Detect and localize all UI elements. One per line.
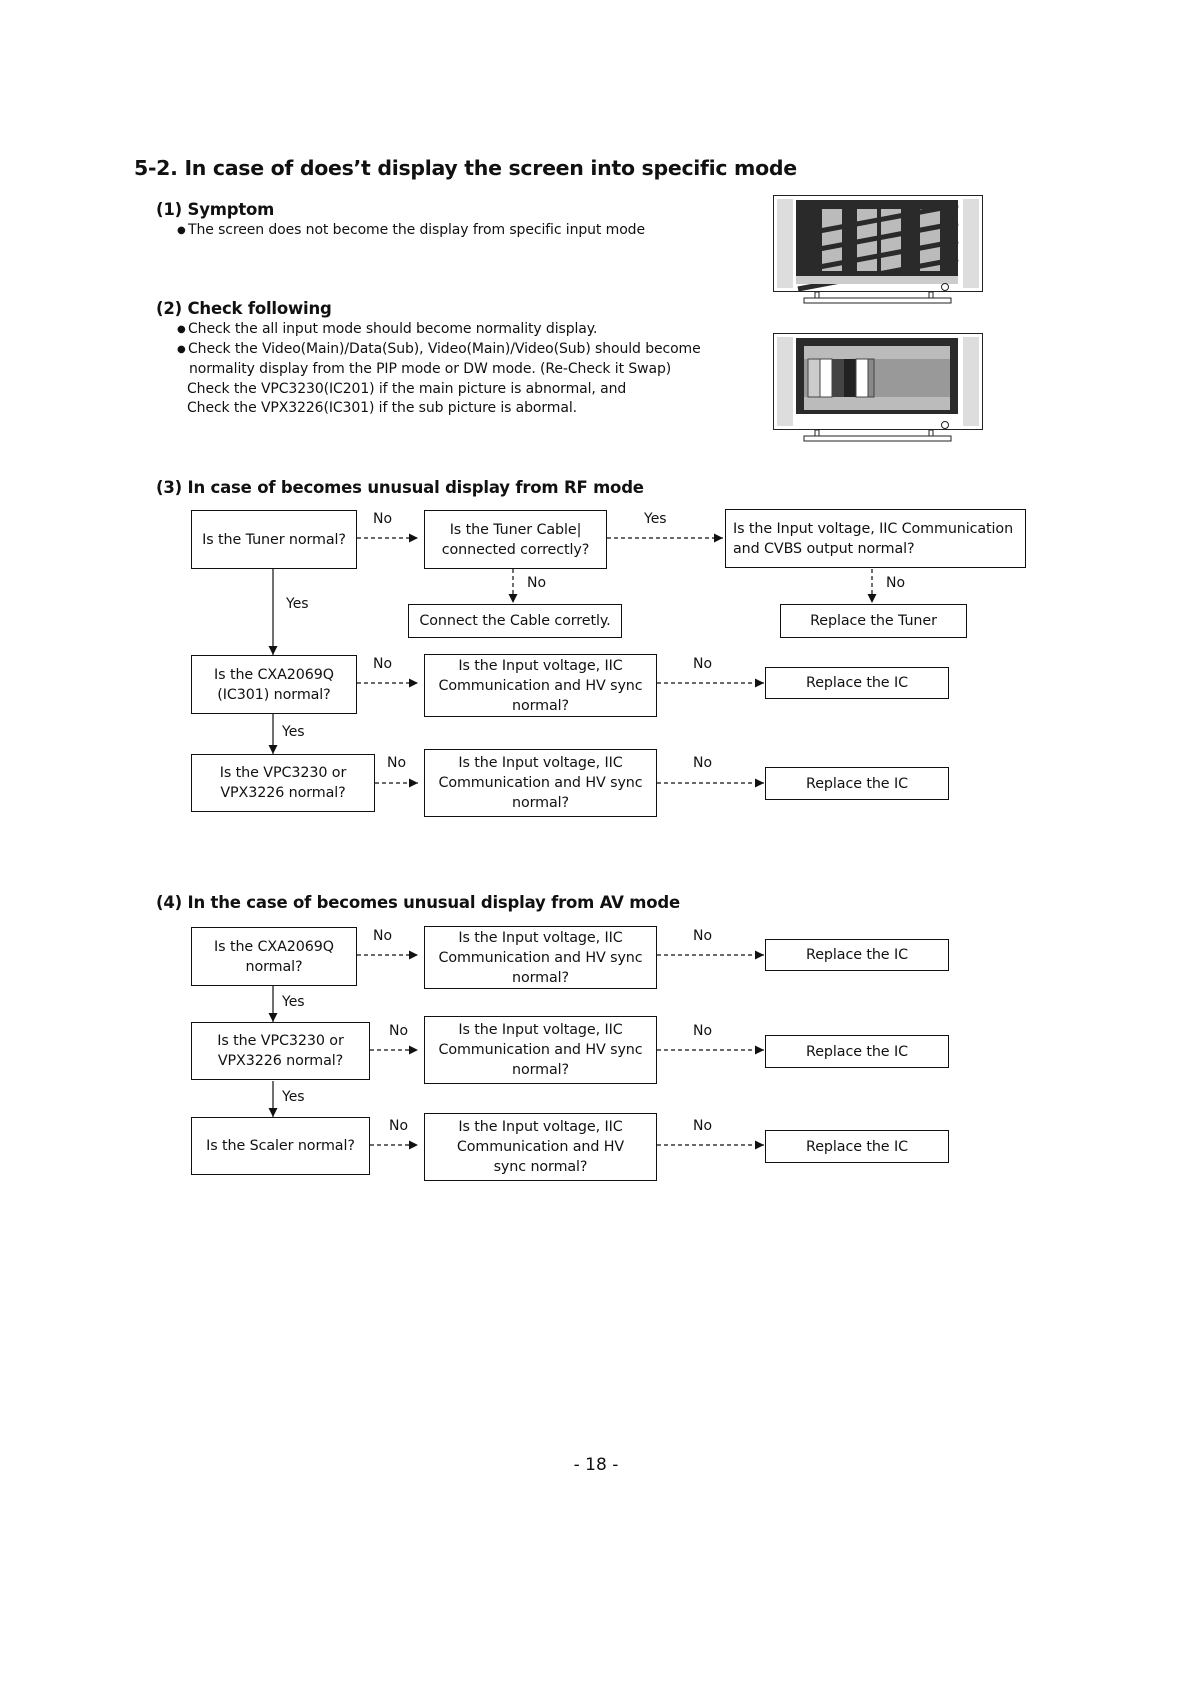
box-text: Communication and HV sync — [438, 949, 643, 966]
box-text: and CVBS output normal? — [733, 540, 915, 557]
replace-ic-av-2: Replace the IC — [765, 1035, 949, 1068]
yes-label: Yes — [282, 994, 305, 1010]
tuner-cable-box: Is the Tuner Cable| connected correctly? — [424, 510, 607, 569]
iic-rf-box-2: Is the Input voltage, IIC Communication a… — [424, 749, 657, 817]
box-text: Is the CXA2069Q — [214, 666, 334, 683]
no-label: No — [693, 656, 713, 672]
symptom-bullet: ● The screen does not become the display… — [177, 221, 645, 241]
scaler-av-box: Is the Scaler normal? — [191, 1117, 370, 1175]
cxa-av-box: Is the CXA2069Q normal? — [191, 927, 357, 986]
tuner-normal-box: Is the Tuner normal? — [191, 510, 357, 569]
replace-ic-rf-2: Replace the IC — [765, 767, 949, 800]
connect-cable-box: Connect the Cable corretly. — [408, 604, 622, 638]
box-text: Is the Input voltage, IIC — [458, 1022, 623, 1038]
box-text: (IC301) normal? — [217, 686, 331, 703]
input-cvbs-box: Is the Input voltage, IIC Communication a… — [725, 509, 1026, 568]
box-text: Communication and HV — [456, 1139, 625, 1155]
check-bullet-2: ● Check the Video(Main)/Data(Sub), Video… — [177, 340, 701, 360]
iic-av-box-3: Is the Input voltage, IIC Communication a… — [424, 1113, 657, 1181]
yes-label: Yes — [644, 511, 667, 527]
box-text: Is the Input voltage, IIC — [458, 755, 623, 771]
box-text: Replace the IC — [806, 1138, 908, 1155]
yes-label: Yes — [286, 596, 309, 612]
no-label: No — [373, 656, 393, 672]
box-text: Connect the Cable corretly. — [419, 613, 611, 629]
replace-ic-rf-1: Replace the IC — [765, 667, 949, 699]
replace-ic-av-1: Replace the IC — [765, 939, 949, 971]
box-text: Is the Scaler normal? — [206, 1138, 355, 1154]
no-label: No — [387, 755, 407, 771]
box-text: Is the Input voltage, IIC — [458, 657, 623, 674]
box-text: normal? — [512, 697, 569, 714]
box-text: Communication and HV sync — [438, 677, 643, 694]
box-text: Is the VPC3230 or — [217, 1033, 344, 1049]
box-text: normal? — [512, 1062, 569, 1078]
no-label: No — [373, 511, 393, 527]
box-text: Replace the Tuner — [810, 613, 937, 629]
bullet-icon: ● — [177, 225, 186, 236]
page-number: - 18 - — [573, 1455, 619, 1475]
box-text: Is the Input voltage, IIC Communication — [733, 520, 1014, 537]
yes-label: Yes — [282, 1089, 305, 1105]
box-text: Is the Input voltage, IIC — [458, 1119, 623, 1135]
box-text: normal? — [512, 969, 569, 986]
box-text: Replace the IC — [806, 675, 908, 691]
check-heading: (2) Check following — [156, 299, 332, 318]
box-text: Is the Tuner Cable| — [449, 521, 582, 538]
check-text-2a: Check the Video(Main)/Data(Sub), Video(M… — [188, 341, 701, 357]
check-text-3: Check the VPC3230(IC201) if the main pic… — [187, 381, 627, 397]
box-text: Is the VPC3230 or — [219, 765, 347, 781]
symptom-text: The screen does not become the display f… — [188, 222, 645, 238]
no-label: No — [527, 575, 547, 591]
box-text: Is the CXA2069Q — [214, 938, 334, 955]
box-text: Replace the IC — [806, 775, 908, 792]
check-text-1: Check the all input mode should become n… — [188, 321, 598, 337]
no-label: No — [693, 1118, 713, 1134]
box-text: Communication and HV sync — [438, 1042, 643, 1058]
iic-av-box-2: Is the Input voltage, IIC Communication a… — [424, 1016, 657, 1084]
yes-label: Yes — [282, 724, 305, 740]
replace-ic-av-3: Replace the IC — [765, 1130, 949, 1163]
no-label: No — [693, 928, 713, 944]
iic-rf-box-1: Is the Input voltage, IIC Communication a… — [424, 654, 657, 717]
symptom-heading: (1) Symptom — [156, 200, 275, 219]
page-title: 5-2. In case of does’t display the scree… — [134, 156, 797, 180]
box-text: Replace the IC — [806, 947, 908, 963]
box-text: VPX3226 normal? — [217, 1053, 344, 1069]
no-label: No — [693, 755, 713, 771]
no-label: No — [693, 1023, 713, 1039]
no-label: No — [389, 1023, 409, 1039]
tv-pip-screen-illustration — [773, 333, 983, 442]
bullet-icon: ● — [177, 324, 186, 335]
check-text-2b: normality display from the PIP mode or D… — [189, 361, 672, 377]
box-text: normal? — [512, 795, 569, 811]
box-text: Is the Input voltage, IIC — [458, 929, 623, 946]
no-label: No — [886, 575, 906, 591]
replace-tuner-box: Replace the Tuner — [780, 604, 967, 638]
box-text: Is the Tuner normal? — [202, 531, 346, 548]
box-text: Communication and HV sync — [438, 775, 643, 791]
tv-striped-screen-illustration — [773, 195, 983, 304]
check-bullet-1: ● Check the all input mode should become… — [177, 320, 598, 340]
box-text: VPX3226 normal? — [220, 785, 346, 801]
box-text: connected correctly? — [441, 541, 590, 558]
av-heading: (4) In the case of becomes unusual displ… — [156, 893, 681, 912]
vpc-rf-box: Is the VPC3230 or VPX3226 normal? — [191, 754, 375, 812]
iic-av-box-1: Is the Input voltage, IIC Communication a… — [424, 926, 657, 989]
check-text-4: Check the VPX3226(IC301) if the sub pict… — [187, 400, 577, 416]
box-text: sync normal? — [493, 1159, 588, 1175]
no-label: No — [389, 1118, 409, 1134]
bullet-icon: ● — [177, 344, 186, 355]
vpc-av-box: Is the VPC3230 or VPX3226 normal? — [191, 1022, 370, 1080]
no-label: No — [373, 928, 393, 944]
cxa-rf-box: Is the CXA2069Q (IC301) normal? — [191, 655, 357, 714]
box-text: Replace the IC — [806, 1043, 908, 1060]
box-text: normal? — [245, 958, 303, 975]
rf-heading: (3) In case of becomes unusual display f… — [156, 478, 644, 497]
